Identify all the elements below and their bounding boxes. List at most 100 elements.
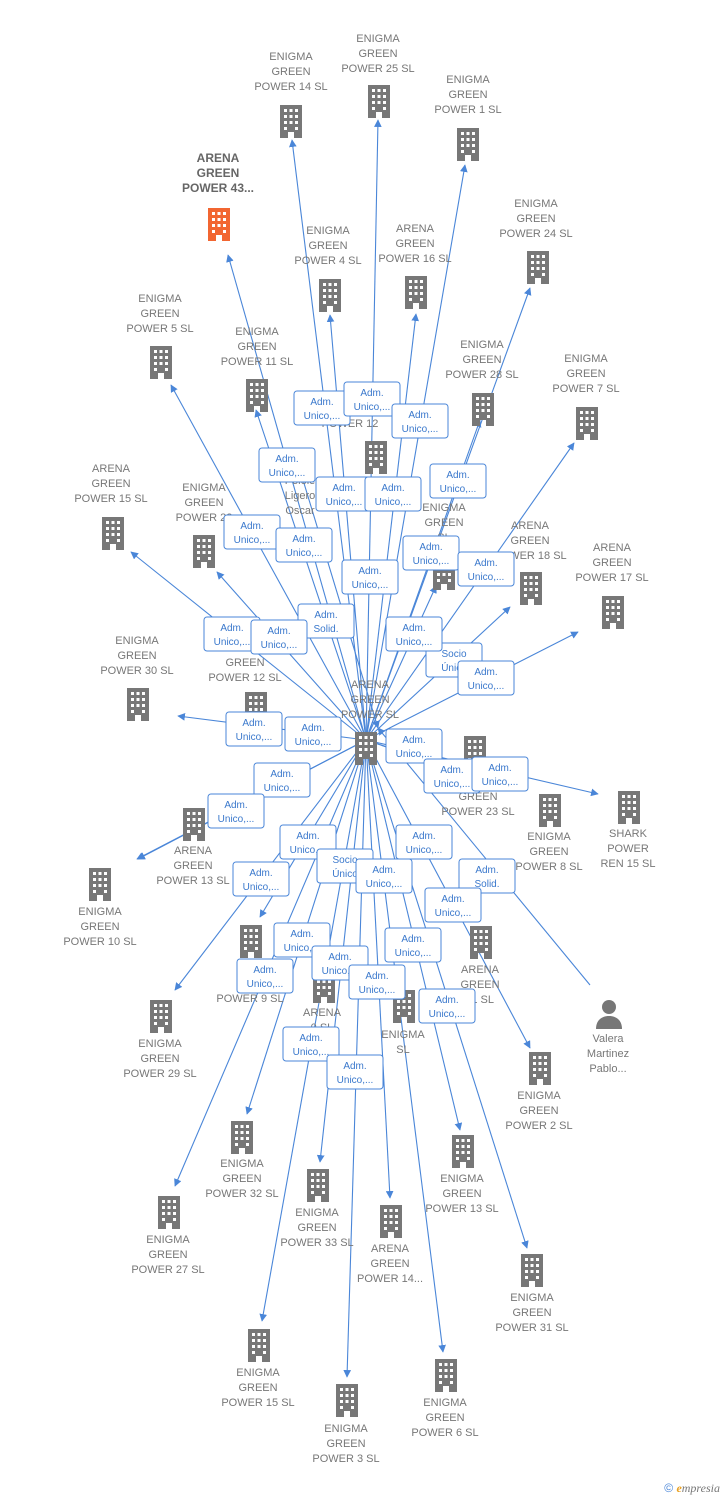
edge-role-label[interactable]: Adm.Unico,...	[384, 927, 442, 963]
edge-role-label[interactable]: Adm.Unico,...	[423, 758, 481, 794]
edge-role-label[interactable]: Adm.Unico,...	[343, 381, 401, 417]
node-label: GREEN	[516, 213, 555, 225]
edge-role-label[interactable]: Adm.Unico,...	[402, 535, 460, 571]
edge-role-text: Unico,...	[354, 402, 391, 413]
edge-role-label[interactable]: Adm. Unico,...	[418, 988, 476, 1024]
node-label: POWER 5 SL	[126, 323, 193, 335]
node-label: POWER 3 SL	[312, 1453, 379, 1465]
edge-role-label[interactable]: Adm.Solid.	[297, 603, 355, 639]
edge-role-label[interactable]: Adm.Unico,...	[457, 551, 515, 587]
edge-role-label[interactable]: Adm.Unico,...	[258, 447, 316, 483]
edge-role-label[interactable]: Adm.Unico,...	[424, 887, 482, 923]
edge-role-text: Unico,...	[326, 497, 363, 508]
building-icon	[435, 1359, 457, 1392]
edge-role-label[interactable]: Adm.Unico,...	[385, 728, 443, 764]
edge-role-label[interactable]: Adm.Solid.	[458, 858, 516, 894]
node-label: GREEN	[173, 860, 212, 872]
edge-role-label[interactable]: Adm.Unico,...	[471, 756, 529, 792]
edge-role-label[interactable]: Adm.Unico,...	[348, 964, 406, 1000]
edge-role-label[interactable]: Adm.Unico,...	[391, 403, 449, 439]
node-label: ENIGMA	[138, 1038, 182, 1050]
edge-role-label[interactable]: Adm.Unico,...	[232, 861, 290, 897]
building-icon	[576, 407, 598, 440]
edge-role-label[interactable]: Adm.Unico,...	[315, 476, 373, 512]
edge-role-label[interactable]: Adm.Unico,...	[429, 463, 487, 499]
edge-role-text: Adm.	[220, 623, 243, 634]
edge-role-label[interactable]: Adm.Unico,...	[385, 616, 443, 652]
edge-role-label[interactable]: Adm.Unico,...	[364, 476, 422, 512]
edge-role-label[interactable]: Adm.Unico,...	[284, 716, 342, 752]
edge-role-label[interactable]: Adm.Unico,...	[341, 559, 399, 595]
edge-role-label[interactable]: Adm.Unico,...	[236, 958, 294, 994]
edge-role-text: Socio	[332, 855, 357, 866]
edge-role-label[interactable]: Adm.Unico,...	[250, 619, 308, 655]
edge-role-text: Adm.	[475, 865, 498, 876]
edge-role-label[interactable]: Adm.Unico,...	[395, 824, 453, 860]
node-label: REN 15 SL	[600, 858, 655, 870]
edge-role-text: Adm.	[381, 483, 404, 494]
edge-role-text: Unico,...	[413, 556, 450, 567]
edge-role-label[interactable]: Adm.Unico,...	[253, 762, 311, 798]
brand-logo[interactable]: empresia	[676, 1481, 720, 1495]
edge-role-label[interactable]: Adm.Unico,...	[355, 858, 413, 894]
edge-role-label[interactable]: Adm.Unico,...	[293, 390, 351, 426]
node-label: POWER 43...	[182, 181, 254, 195]
edge-role-label[interactable]: Adm.Unico,...	[225, 711, 283, 747]
person-node[interactable]: ValeraMartinezPablo...	[587, 1000, 629, 1075]
node-label: GREEN	[184, 497, 223, 509]
building-icon	[248, 1329, 270, 1362]
building-icon	[520, 572, 542, 605]
edge-role-text: Unico,...	[429, 1009, 466, 1020]
edge-role-label[interactable]: Adm.Unico,...	[223, 514, 281, 550]
edge-role-text: Adm.	[435, 995, 458, 1006]
edge-role-label[interactable]: Adm.Unico,...	[282, 1026, 340, 1062]
node-label: ENIGMA	[422, 502, 466, 514]
edge-n-eg14	[289, 139, 367, 741]
building-icon	[405, 276, 427, 309]
edge-role-label[interactable]: Adm.Unico,...	[275, 527, 333, 563]
edge-role-label[interactable]: Adm.Unico,...	[207, 793, 265, 829]
node-label: ENIGMA	[78, 906, 122, 918]
edge-role-label[interactable]: Adm.Unico,...	[457, 660, 515, 696]
node-label: ENIGMA	[564, 353, 608, 365]
edge-role-text: Adm.	[240, 521, 263, 532]
company-node[interactable]: POWER 12	[322, 418, 387, 474]
node-label: Oscar	[285, 505, 315, 517]
edge-role-text: Adm.	[267, 626, 290, 637]
edge-role-label[interactable]: Adm.Unico,...	[326, 1054, 384, 1090]
node-label: POWER 15 SL	[74, 493, 147, 505]
